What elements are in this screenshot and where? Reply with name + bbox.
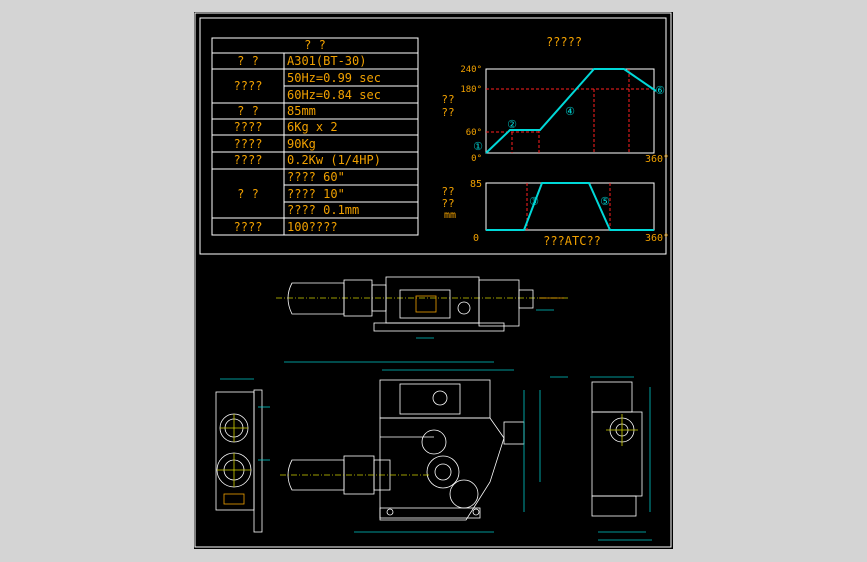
spec-row-label: ? ?: [237, 187, 259, 201]
spec-table-title: ? ?: [304, 38, 326, 52]
outer-frame: [194, 12, 672, 548]
spec-row-value: 100????: [287, 220, 338, 234]
timing-chart-footer: ???ATC??: [543, 234, 601, 248]
y-axis-label: ??: [441, 106, 454, 119]
spec-row-label: ? ?: [237, 104, 259, 118]
right-view-drawing: [590, 376, 652, 541]
spec-row-label: ????: [234, 137, 263, 151]
spec-row-value: 60Hz=0.84 sec: [287, 88, 381, 102]
y-tick: 0: [473, 233, 479, 244]
step-marker: ①: [473, 141, 483, 153]
y-tick: 85: [470, 179, 482, 190]
spec-row-label: ????: [234, 220, 263, 234]
front-view-drawing: [280, 361, 568, 533]
stroke-chart: 85 0 360° ?? ?? mm ③ ⑤: [441, 179, 669, 244]
step-marker: ④: [565, 106, 575, 118]
rotation-chart: 240° 180° 60° 0° 360° ?? ?? ① ② ④ ⑥: [441, 65, 669, 165]
y-tick: 240°: [460, 65, 482, 75]
spec-row-label: ????: [234, 79, 263, 93]
cad-drawing-canvas: ? ? ? ? A301(BT-30) ???? 50Hz=0.99 sec 6…: [194, 12, 673, 549]
timing-chart-title: ?????: [546, 35, 582, 49]
left-view-drawing: [215, 378, 270, 533]
y-tick: 60°: [466, 128, 482, 138]
spec-row-value: ???? 60": [287, 170, 345, 184]
y-axis-label: ??: [441, 197, 454, 210]
step-marker: ⑥: [655, 85, 665, 97]
timing-chart: ????? 240° 180° 60° 0° 360° ?? ?? ① ② ④ …: [441, 35, 669, 248]
spec-row-value: 0.2Kw (1/4HP): [287, 153, 381, 167]
spec-row-value: 85mm: [287, 104, 316, 118]
step-marker: ②: [507, 119, 517, 131]
y-axis-unit: mm: [444, 210, 456, 221]
y-tick: 180°: [460, 85, 482, 95]
spec-row-value: 50Hz=0.99 sec: [287, 71, 381, 85]
step-marker: ③: [529, 196, 539, 208]
top-view-drawing: [276, 276, 569, 339]
spec-row-label: ? ?: [237, 54, 259, 68]
spec-table: ? ? ? ? A301(BT-30) ???? 50Hz=0.99 sec 6…: [211, 37, 419, 236]
spec-row-value: 6Kg x 2: [287, 120, 338, 134]
spec-row-value: 90Kg: [287, 137, 316, 151]
step-marker: ⑤: [600, 196, 610, 208]
y-axis-label: ??: [441, 93, 454, 106]
x-end-tick: 360°: [645, 154, 669, 165]
spec-row-label: ????: [234, 153, 263, 167]
spec-row-value: ???? 10": [287, 187, 345, 201]
spec-row-label: ????: [234, 120, 263, 134]
cad-drawing: ? ? ? ? A301(BT-30) ???? 50Hz=0.99 sec 6…: [194, 12, 672, 548]
spec-row-value: ???? 0.1mm: [287, 203, 359, 217]
x-end-tick: 360°: [645, 233, 669, 244]
y-tick: 0°: [471, 154, 482, 164]
spec-row-value: A301(BT-30): [287, 54, 366, 68]
upper-frame: [199, 17, 667, 255]
y-axis-label: ??: [441, 185, 454, 198]
